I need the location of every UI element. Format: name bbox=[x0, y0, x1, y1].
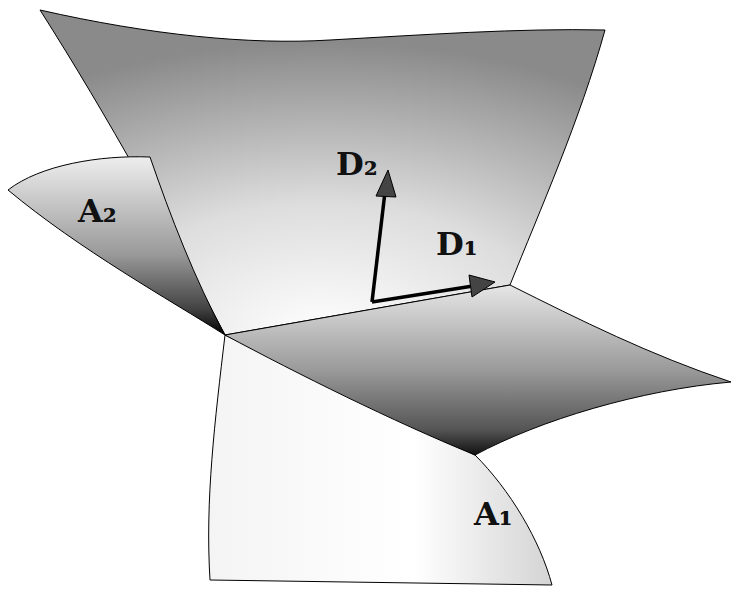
arrowhead bbox=[469, 275, 495, 297]
part-label: D₁ bbox=[436, 228, 478, 260]
part-label: A₂ bbox=[78, 195, 117, 227]
part-label: A₁ bbox=[474, 498, 513, 530]
arrowhead bbox=[376, 170, 396, 197]
front-surface bbox=[225, 285, 731, 455]
vector-line bbox=[372, 286, 473, 302]
part-label: D₂ bbox=[336, 148, 378, 180]
vector-line bbox=[372, 192, 385, 302]
wing-surface bbox=[8, 157, 225, 335]
